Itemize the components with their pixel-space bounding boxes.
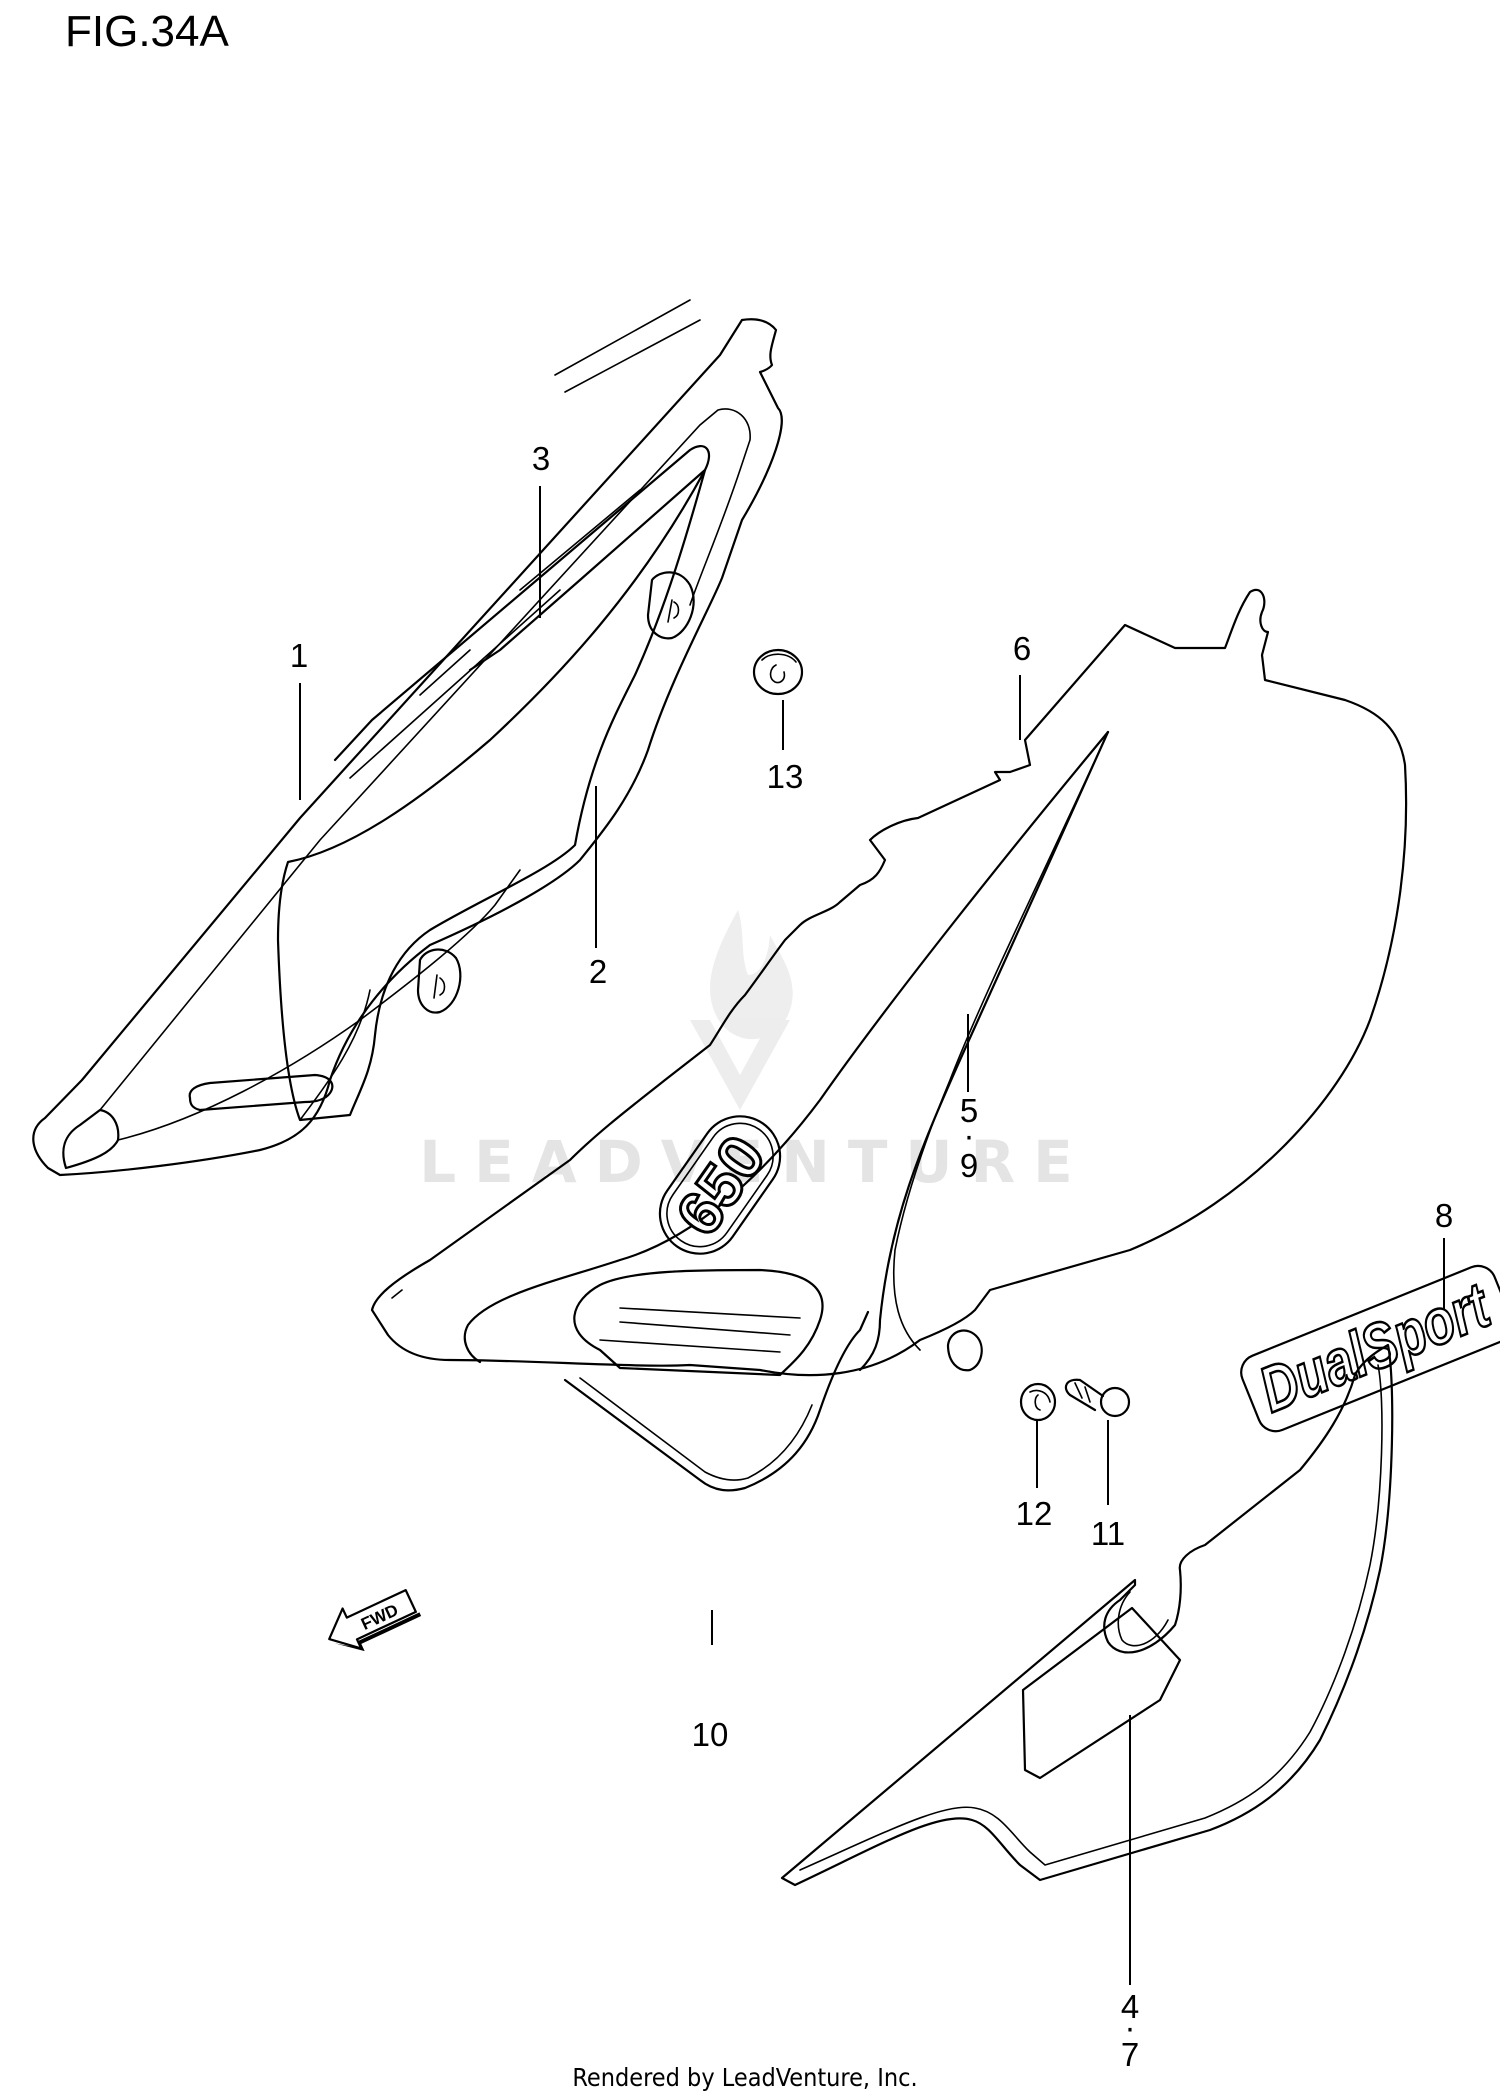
watermark-flame-icon	[710, 910, 793, 1040]
fwd-arrow-icon: FWD	[328, 1589, 422, 1652]
leader-lines	[299, 486, 1445, 1985]
watermark-v-icon	[690, 1020, 790, 1110]
callout-9: 9	[960, 1147, 978, 1184]
dualsport-decal-text: DualSport	[1250, 1268, 1500, 1425]
callout-13: 13	[767, 758, 804, 795]
callout-11: 11	[1091, 1515, 1125, 1552]
footer-credit: Rendered by LeadVenture, Inc.	[572, 2063, 917, 2092]
watermark-text: LEADVENTURE	[419, 1128, 1091, 1196]
callout-2: 2	[589, 953, 607, 990]
callout-1: 1	[290, 637, 308, 674]
callout-separator-5-9: ·	[964, 1117, 975, 1154]
bolt-11	[1064, 1378, 1131, 1418]
figure-title: FIG.34A	[65, 7, 229, 56]
callout-8: 8	[1435, 1197, 1453, 1234]
callout-6: 6	[1013, 630, 1031, 667]
callout-3: 3	[532, 440, 550, 477]
callout-12: 12	[1016, 1495, 1053, 1532]
callout-7: 7	[1121, 2036, 1139, 2073]
callout-4: 4	[1121, 1988, 1139, 2025]
dualsport-decal: DualSport	[1240, 1264, 1500, 1433]
callout-10: 10	[692, 1716, 729, 1753]
grommet-13	[752, 648, 804, 696]
left-frame-cover	[32, 299, 783, 1177]
lower-decal	[780, 1343, 1394, 1887]
callout-5: 5	[960, 1092, 978, 1129]
nut-12	[1019, 1382, 1057, 1422]
callout-separator-4-7: ·	[1125, 2009, 1136, 2046]
watermark: LEADVENTURE	[419, 910, 1091, 1196]
callout-numbers: 1 2 3 13 6 5 · 9 8 12 11 10 4 · 7	[290, 440, 1453, 2073]
